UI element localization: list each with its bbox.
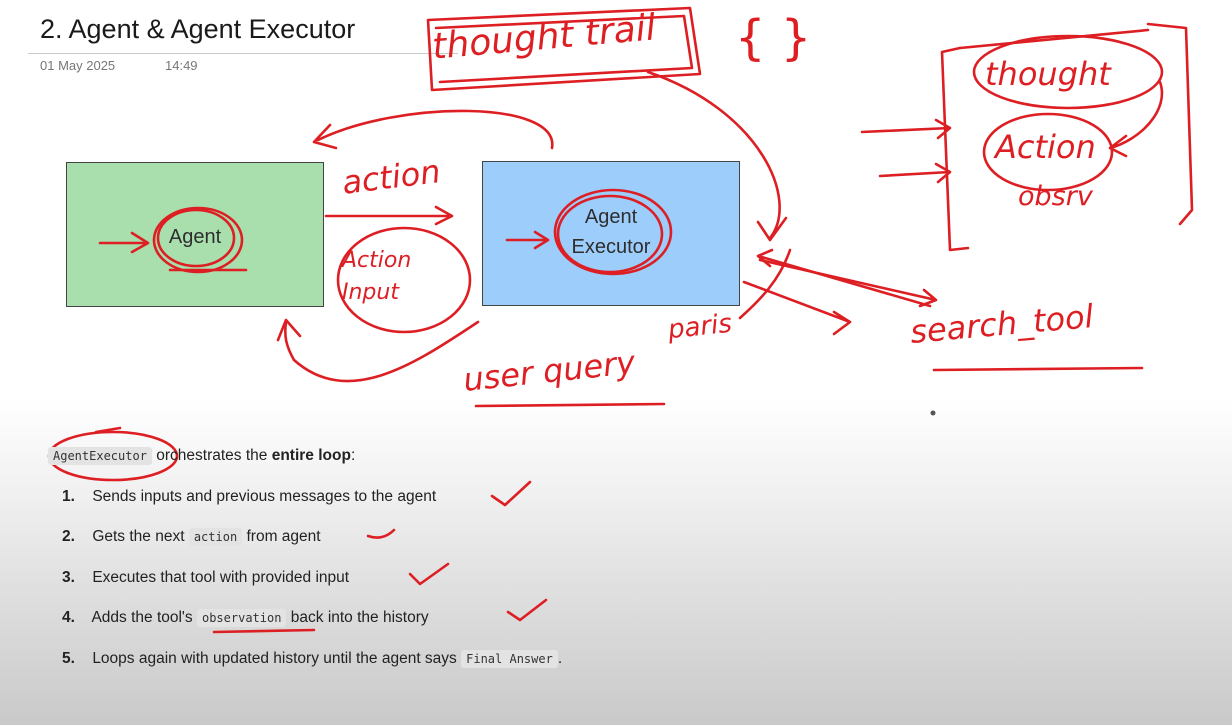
thought-trail-annotation: thought trail <box>430 7 658 68</box>
observation-annotation: obsrv <box>1018 181 1093 212</box>
thought-annotation: thought <box>985 55 1111 93</box>
action-code: action <box>188 528 243 546</box>
list-item-text-after: back into the history <box>290 609 429 626</box>
checkmark-1 <box>490 480 532 507</box>
list-item-4: 4. Adds the tool's observation back into… <box>62 605 429 631</box>
right-bracket-right <box>1146 22 1194 226</box>
title-divider <box>28 53 458 54</box>
top-return-arrow <box>312 109 554 150</box>
list-item-text-after: from agent <box>246 528 321 545</box>
notes-intro: AgentExecutor orchestrates the entire lo… <box>48 436 355 476</box>
list-item-text: Executes that tool with provided input <box>92 569 350 586</box>
agentexecutor-code-tick <box>94 426 122 434</box>
list-item-number: 4. <box>62 609 75 626</box>
search-tool-underline <box>932 366 1144 372</box>
checkmark-3 <box>408 562 450 586</box>
list-item-2: 2. Gets the next action from agent <box>62 524 321 550</box>
checkmark-4 <box>506 598 548 622</box>
right-bracket-top <box>958 28 1150 50</box>
list-item-number: 3. <box>62 569 75 586</box>
agent-executor-label-line2: Executor <box>571 236 651 258</box>
final-answer-code: Final Answer <box>461 650 558 668</box>
list-item-number: 1. <box>62 488 75 505</box>
paris-stroke <box>738 248 792 320</box>
executor-to-search-arrow-1 <box>742 280 852 336</box>
intro-end: : <box>350 447 356 464</box>
list-item-number: 5. <box>62 650 75 667</box>
page-title: 2. Agent & Agent Executor <box>40 14 356 44</box>
list-item-text-after: . <box>557 650 563 667</box>
left-in-arrow-2 <box>878 162 952 184</box>
search-to-executor-arrow <box>756 248 932 308</box>
agent-executor-label-line1: Agent <box>584 206 638 228</box>
agent-label: Agent <box>168 226 222 248</box>
observation-code: observation <box>196 609 287 627</box>
action-input-line2: Input <box>342 280 399 305</box>
page-date: 01 May 2025 <box>40 58 116 73</box>
action-input-annotation: Action Input <box>342 245 411 309</box>
agent-executor-label: Agent Executor <box>482 202 740 262</box>
left-in-arrow-1 <box>860 118 952 140</box>
paris-annotation: paris <box>666 308 734 346</box>
intro-text: orchestrates the <box>156 447 268 464</box>
braces-annotation: { } <box>735 10 812 66</box>
agentexecutor-code: AgentExecutor <box>48 447 152 465</box>
list-item-text: Sends inputs and previous messages to th… <box>92 488 437 505</box>
right-bracket-left <box>940 46 970 252</box>
list-item-3: 3. Executes that tool with provided inpu… <box>62 565 349 591</box>
checkmark-2 <box>366 528 396 539</box>
intro-bold: entire loop <box>271 447 351 464</box>
executor-to-search-arrow-2 <box>758 258 938 308</box>
list-item-5: 5. Loops again with updated history unti… <box>62 646 562 672</box>
user-query-underline <box>474 402 666 408</box>
action-annotation: action <box>340 152 443 202</box>
action-input-line1: Action <box>342 248 412 273</box>
list-item-number: 2. <box>62 528 75 545</box>
list-item-text: Adds the tool's <box>91 609 193 626</box>
list-item-text: Gets the next <box>92 528 185 545</box>
list-item-1: 1. Sends inputs and previous messages to… <box>62 484 436 510</box>
list-item-text: Loops again with updated history until t… <box>92 650 457 667</box>
search-tool-annotation: search_tool <box>908 297 1095 351</box>
user-query-annotation: user query <box>461 343 637 399</box>
thought-to-action-arrow <box>1108 80 1164 158</box>
bottom-return-arrow <box>276 318 480 383</box>
action-step-annotation: Action <box>995 128 1096 166</box>
page-time: 14:49 <box>165 58 198 73</box>
ink-dot <box>930 410 936 416</box>
action-arrow <box>324 205 454 226</box>
